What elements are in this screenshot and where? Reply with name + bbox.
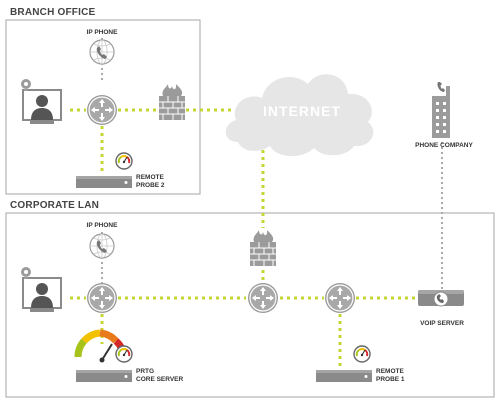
- prtg-gauge-icon: [115, 345, 133, 363]
- prtg-label-line1: PRTG: [136, 368, 155, 375]
- corp-ip-phone-icon: [89, 233, 115, 259]
- internet-label: INTERNET: [263, 103, 341, 119]
- corporate-lan-title: CORPORATE LAN: [10, 200, 100, 211]
- branch-firewall-icon: [158, 83, 186, 121]
- corp-router-1-icon: [86, 282, 118, 314]
- corp-router-2-icon: [247, 282, 279, 314]
- network-links: [70, 108, 418, 368]
- cloud-icon: [225, 74, 374, 157]
- voip-server-label: VOIP SERVER: [420, 320, 464, 327]
- remote-probe-1-server-icon: [316, 370, 372, 382]
- corp-router-3-icon: [324, 282, 356, 314]
- prtg-core-server-label: PRTG CORE SERVER: [136, 368, 183, 384]
- corporate-lan-zone: [5, 212, 495, 398]
- remote-probe-2-label-line2: PROBE 2: [136, 182, 165, 189]
- corp-firewall-icon: [249, 229, 277, 267]
- remote-probe-2-server-icon: [76, 176, 132, 188]
- remote-probe-2-label: REMOTE PROBE 2: [136, 174, 165, 190]
- remote-probe-1-label-line1: REMOTE: [376, 368, 404, 375]
- branch-workstation-icon: [20, 78, 62, 125]
- remote-probe-1-label: REMOTE PROBE 1: [376, 368, 405, 384]
- branch-ip-phone-icon: [89, 39, 115, 65]
- voip-server-icon: [418, 290, 464, 307]
- remote-probe-1-gauge-icon: [353, 345, 371, 363]
- branch-office-title: BRANCH OFFICE: [10, 7, 96, 18]
- corp-workstation-icon: [20, 266, 62, 313]
- phone-company-label: PHONE COMPANY: [415, 142, 473, 149]
- building-icon: [432, 82, 450, 138]
- corp-ip-phone-label: IP PHONE: [86, 222, 118, 229]
- branch-ip-phone-label: IP PHONE: [86, 29, 118, 36]
- remote-probe-2-gauge-icon: [115, 152, 133, 170]
- branch-router-icon: [86, 94, 118, 126]
- prtg-label-line2: CORE SERVER: [136, 376, 184, 383]
- branch-office-zone: [5, 19, 201, 195]
- prtg-core-server-icon: [76, 370, 132, 382]
- remote-probe-2-label-line1: REMOTE: [136, 174, 164, 181]
- remote-probe-1-label-line2: PROBE 1: [376, 376, 405, 383]
